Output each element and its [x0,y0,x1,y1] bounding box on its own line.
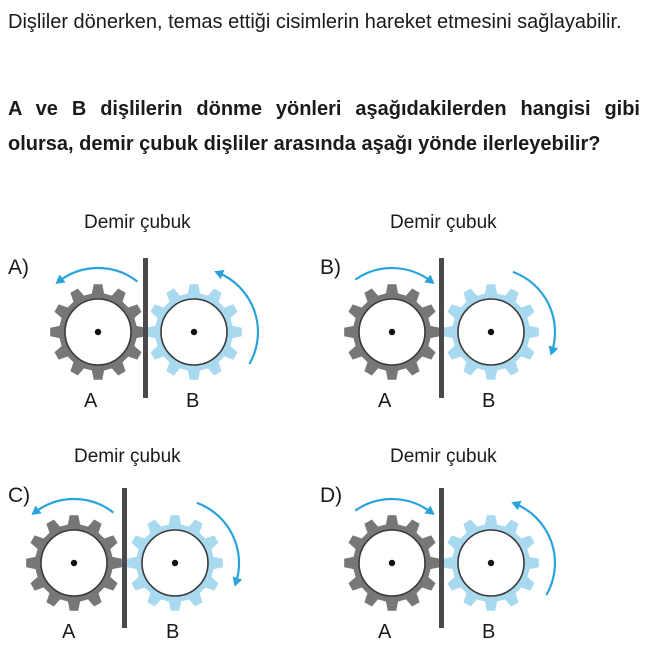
rotation-arrow-a [55,267,139,284]
option-a[interactable]: Demir çubuk A) A B [8,210,328,430]
gear-a-label: A [378,621,392,643]
gear-diagram [344,258,559,398]
arrow-head [548,345,559,356]
gear-b [443,284,539,380]
option-b[interactable]: Demir çubuk B) A B [320,210,640,430]
gear-a [26,515,122,611]
arrow-arc [33,498,115,514]
arrow-head [424,505,435,515]
arrow-head [214,269,225,280]
rotation-arrow-b [512,270,559,356]
gear-axle [171,559,179,567]
gear-b-label: B [482,621,496,643]
option-letter: C) [8,484,31,507]
gear-a-label: A [378,390,392,412]
gear-b [146,284,242,380]
rod-label: Demir çubuk [84,212,191,233]
rotation-arrow-a [354,266,435,284]
arrow-head [424,274,435,284]
arrow-head [232,576,243,587]
gear-diagram [26,488,243,628]
gear-b-label: B [482,390,496,412]
iron-rod [439,488,444,628]
gear-axle [70,559,78,567]
rod-label: Demir çubuk [390,212,497,233]
iron-rod [143,258,148,398]
arrow-arc [196,501,241,584]
gear-diagram [50,258,260,398]
gear-b-label: B [166,621,180,643]
gear-diagram [344,488,557,628]
arrow-head [511,500,522,511]
gear-a [344,515,440,611]
option-c[interactable]: Demir çubuk C) A B [8,446,328,666]
rotation-arrow-b [511,500,557,596]
gear-b-label: B [186,390,200,412]
rotation-arrow-b [214,269,260,365]
iron-rod [439,258,444,398]
arrow-arc [512,270,557,353]
gear-axle [388,559,396,567]
rotation-arrow-a [354,497,435,515]
question-text: A ve B dişlilerin dönme yönleri aşağıdak… [8,98,640,155]
rod-label: Demir çubuk [390,446,497,467]
option-letter: A) [8,256,29,279]
rotation-arrow-a [31,498,115,515]
arrow-arc [217,271,260,365]
arrow-head [55,274,66,284]
intro-text: Dişliler dönerken, temas ettiği cisimler… [8,11,622,33]
rod-label: Demir çubuk [74,446,181,467]
rotation-arrow-b [196,501,243,587]
gear-axle [94,328,102,336]
gear-a-label: A [62,621,76,643]
gear-axle [388,328,396,336]
option-d[interactable]: Demir çubuk D) A B [320,446,640,666]
arrow-arc [354,266,433,283]
gear-a [344,284,440,380]
gear-b [127,515,223,611]
arrow-head [31,505,42,515]
iron-rod [122,488,127,628]
gear-a [50,284,146,380]
arrow-arc [354,497,433,514]
gear-axle [190,328,198,336]
gear-axle [487,328,495,336]
option-letter: B) [320,256,341,279]
gear-b [443,515,539,611]
arrow-arc [57,267,139,283]
option-letter: D) [320,484,343,507]
arrow-arc [514,502,557,596]
gear-axle [487,559,495,567]
gear-a-label: A [84,390,98,412]
